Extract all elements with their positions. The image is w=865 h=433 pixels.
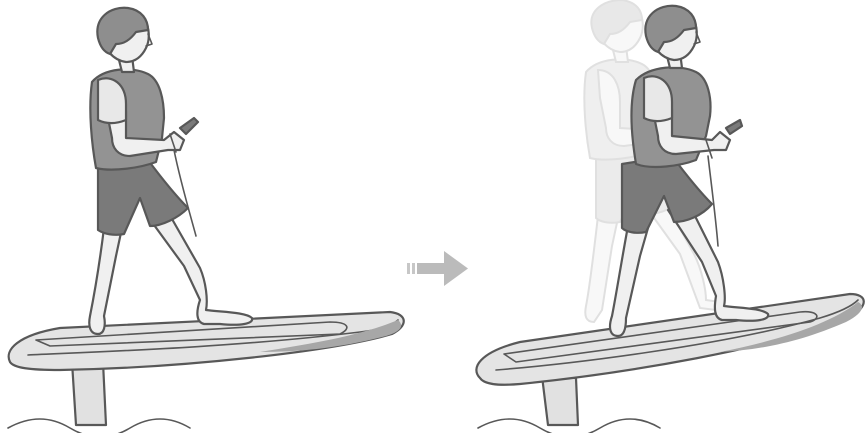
foil-mast-right [542, 376, 578, 425]
panel-after [476, 0, 863, 433]
foil-mast [72, 362, 106, 425]
rider-leaning [610, 6, 768, 336]
arrow-right-icon [407, 251, 468, 286]
panel-before [8, 8, 404, 433]
rider-standing [89, 8, 252, 334]
efoil-board-right [476, 294, 863, 385]
